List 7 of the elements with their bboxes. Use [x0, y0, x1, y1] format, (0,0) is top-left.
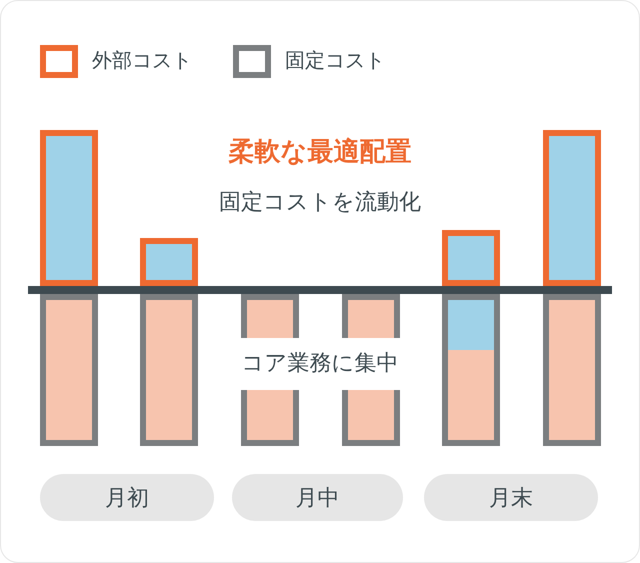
- period-label: 月中: [232, 474, 403, 521]
- period-label: 月初: [40, 474, 214, 521]
- legend-label: 外部コスト: [92, 47, 192, 74]
- legend-label: 固定コスト: [285, 47, 385, 74]
- period-label: 月末: [424, 474, 598, 521]
- headline: 柔軟な最適配置: [228, 136, 412, 169]
- subheading: 固定コストを流動化: [218, 189, 422, 217]
